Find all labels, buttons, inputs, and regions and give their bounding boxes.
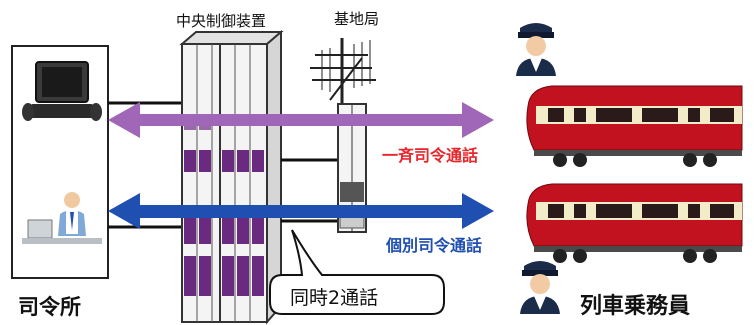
monitor-terminal-icon	[22, 61, 102, 121]
train-crew-label: 列車乗務員	[580, 294, 691, 319]
simultaneous-calls-bubble	[269, 229, 445, 315]
conductor-icon	[520, 261, 560, 314]
control-unit-label: 中央制御装置	[176, 12, 267, 30]
base-station-label: 基地局	[334, 10, 380, 28]
individual-call-arrow	[108, 193, 494, 229]
simultaneous-calls-label: 同時2通話	[290, 287, 379, 309]
operator-at-desk-icon	[22, 192, 102, 244]
all-train-call-label: 一斉司令通話	[382, 146, 479, 165]
all-train-call-arrow	[108, 102, 494, 138]
central-control-rack	[179, 29, 284, 325]
train-icon	[526, 85, 743, 167]
conductor-icon	[516, 23, 556, 76]
train-icon	[526, 183, 743, 263]
dispatch-office-label: 司令所	[18, 295, 81, 319]
radio-antenna-icon	[310, 38, 376, 104]
individual-call-label: 個別司令通話	[386, 236, 483, 255]
